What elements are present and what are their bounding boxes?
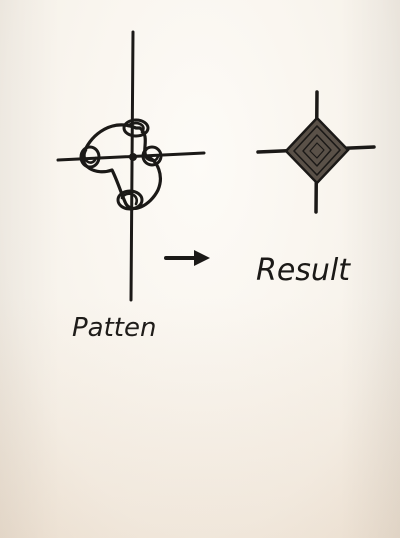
right-arrow-icon (166, 250, 210, 266)
pattern-vertical-stick (131, 32, 133, 300)
pattern-loop-left-curl (84, 150, 96, 163)
pattern-label: Patten (72, 313, 156, 343)
pattern-center-knot (129, 153, 137, 161)
result-label: Result (256, 253, 351, 288)
result-diagram (258, 92, 374, 212)
